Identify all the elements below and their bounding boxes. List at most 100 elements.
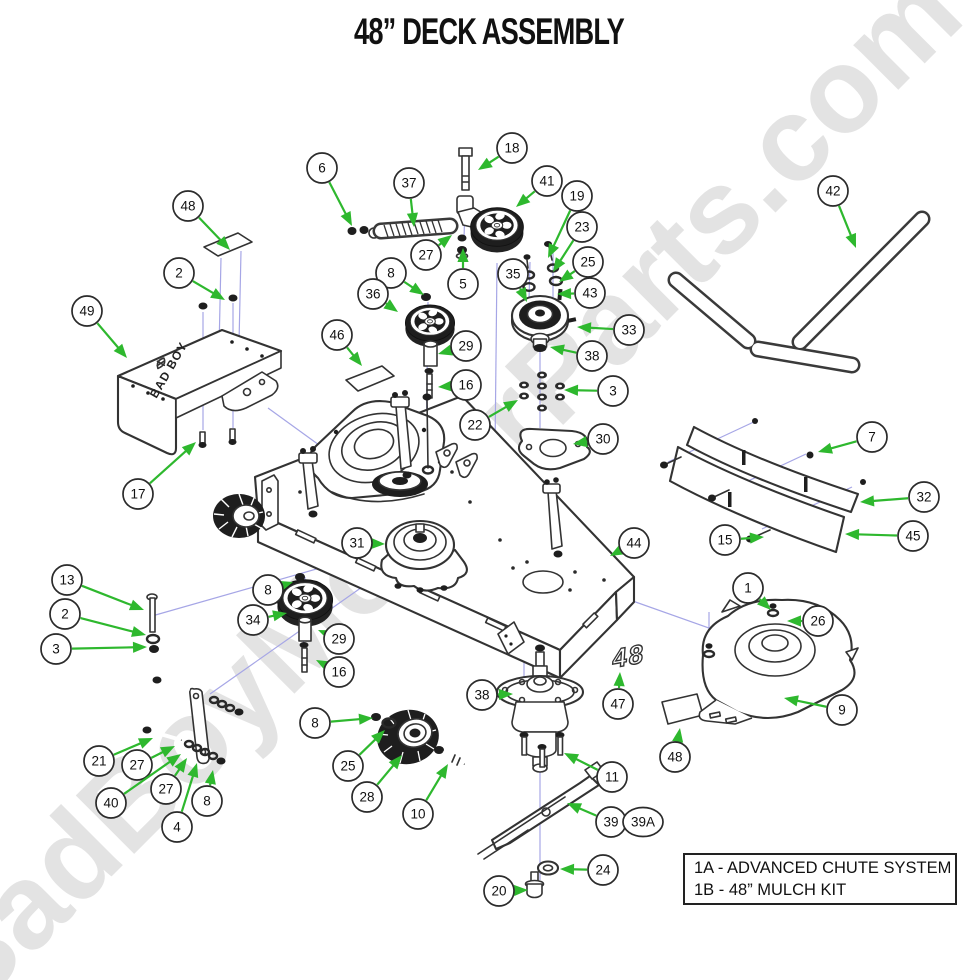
callout-arrowhead xyxy=(577,322,592,334)
callout-number: 41 xyxy=(539,174,554,189)
callout-arrow-line xyxy=(149,448,189,485)
callout-18: 18 xyxy=(478,132,528,170)
callout-22: 22 xyxy=(459,400,518,441)
callout-number: 10 xyxy=(410,807,425,822)
callout-number: 8 xyxy=(387,266,395,281)
callout-arrowhead xyxy=(371,730,385,744)
callout-arrowhead xyxy=(437,235,452,248)
callout-number: 8 xyxy=(311,716,319,731)
callout-number: 40 xyxy=(103,796,118,811)
legend-line-1: 1A - ADVANCED CHUTE SYSTEM xyxy=(694,859,951,877)
callout-number: 26 xyxy=(810,614,825,629)
callout-arrowhead xyxy=(272,610,287,622)
callout-number: 37 xyxy=(401,176,416,191)
callout-arrowhead xyxy=(559,269,574,282)
callout-bubble xyxy=(121,749,153,781)
callout-3: 3 xyxy=(40,633,147,665)
callout-bubble xyxy=(459,409,491,441)
callout-arrowhead xyxy=(358,713,373,725)
callout-bubble xyxy=(566,211,598,243)
bolt-13-part xyxy=(145,593,161,653)
bolt-6-part xyxy=(347,226,369,235)
callout-arrowhead xyxy=(388,755,402,770)
callout-arrowhead xyxy=(845,528,860,541)
belt-42-part xyxy=(667,210,931,374)
callout-35: 35 xyxy=(497,258,529,302)
callout-bubble xyxy=(483,875,515,907)
callout-bubble xyxy=(856,421,888,453)
callout-bubble xyxy=(237,604,269,636)
callout-bubble xyxy=(122,478,154,510)
callout-bubble xyxy=(897,520,929,552)
callout-number: 2 xyxy=(61,607,69,622)
callout-arrowhead xyxy=(166,754,181,767)
callout-17: 17 xyxy=(122,442,196,510)
callout-48: 48 xyxy=(659,728,691,773)
callout-21: 21 xyxy=(83,738,153,777)
callout-bubble xyxy=(496,132,528,164)
callout-arrowhead xyxy=(557,287,572,300)
callout-number: 4 xyxy=(173,820,181,835)
sticker-46 xyxy=(345,365,395,392)
callout-bubble xyxy=(83,745,115,777)
callout-arrow-line xyxy=(828,440,857,451)
callout-40: 40 xyxy=(95,754,181,819)
callout-bubble xyxy=(574,277,606,309)
callout-number: 29 xyxy=(331,632,346,647)
spacer-29-bolt-16-a xyxy=(423,340,438,399)
callout-arrowhead xyxy=(406,212,418,227)
callout-number: 49 xyxy=(79,304,94,319)
callout-bubble xyxy=(95,787,127,819)
callout-arrow-line xyxy=(576,806,597,817)
callout-arrow-line xyxy=(113,741,144,756)
callout-number: 27 xyxy=(158,782,173,797)
callout-27: 27 xyxy=(410,235,452,271)
callout-bubble xyxy=(826,694,858,726)
callout-number: 13 xyxy=(59,573,74,588)
callout-arrowhead xyxy=(438,344,453,356)
callout-bubble xyxy=(576,340,608,372)
callout-arrowhead xyxy=(845,232,856,248)
callout-arrow-line xyxy=(870,497,909,503)
callout-number: 7 xyxy=(868,430,876,445)
callout-number: 17 xyxy=(130,487,145,502)
callout-arrow-line xyxy=(573,756,599,771)
callout-43: 43 xyxy=(557,277,606,309)
callout-number: 3 xyxy=(52,642,60,657)
callout-arrowhead xyxy=(409,282,424,295)
callout-bubble xyxy=(587,854,619,886)
callout-bubble xyxy=(497,258,529,290)
chute-hardware xyxy=(198,294,238,448)
deck-decal-47: 48 xyxy=(611,637,647,674)
callout-arrowhead xyxy=(613,672,625,687)
callout-8: 8 xyxy=(191,770,223,817)
callout-8: 8 xyxy=(252,574,293,606)
callout-arrow-line xyxy=(558,239,575,264)
callout-number: 35 xyxy=(505,267,520,282)
callout-bubble xyxy=(375,257,407,289)
callout-bubble xyxy=(613,314,645,346)
callout-bubble xyxy=(572,246,604,278)
callout-arrow-line xyxy=(180,773,195,813)
callout-39A: 39A xyxy=(622,806,664,838)
callout-bubble xyxy=(299,707,331,739)
callout-15: 15 xyxy=(709,524,764,556)
guide-line xyxy=(494,262,498,453)
callout-arrowhead xyxy=(159,746,175,758)
callout-38: 38 xyxy=(466,679,513,711)
blade-bolt-hardware xyxy=(524,860,560,899)
callout-arrow-line xyxy=(81,584,135,608)
callout-arrowhead xyxy=(567,803,583,814)
callout-24: 24 xyxy=(560,854,619,886)
callout-5: 5 xyxy=(447,248,479,300)
callout-bubble xyxy=(602,688,634,720)
callout-number: 43 xyxy=(582,286,597,301)
callout-bubble xyxy=(357,278,389,310)
nuts-1-26 xyxy=(702,603,780,659)
callout-33: 33 xyxy=(577,314,645,346)
callout-arrowhead xyxy=(348,351,362,366)
hanger-arms xyxy=(298,390,563,558)
callout-49: 49 xyxy=(71,295,127,358)
callout-bubble xyxy=(402,798,434,830)
